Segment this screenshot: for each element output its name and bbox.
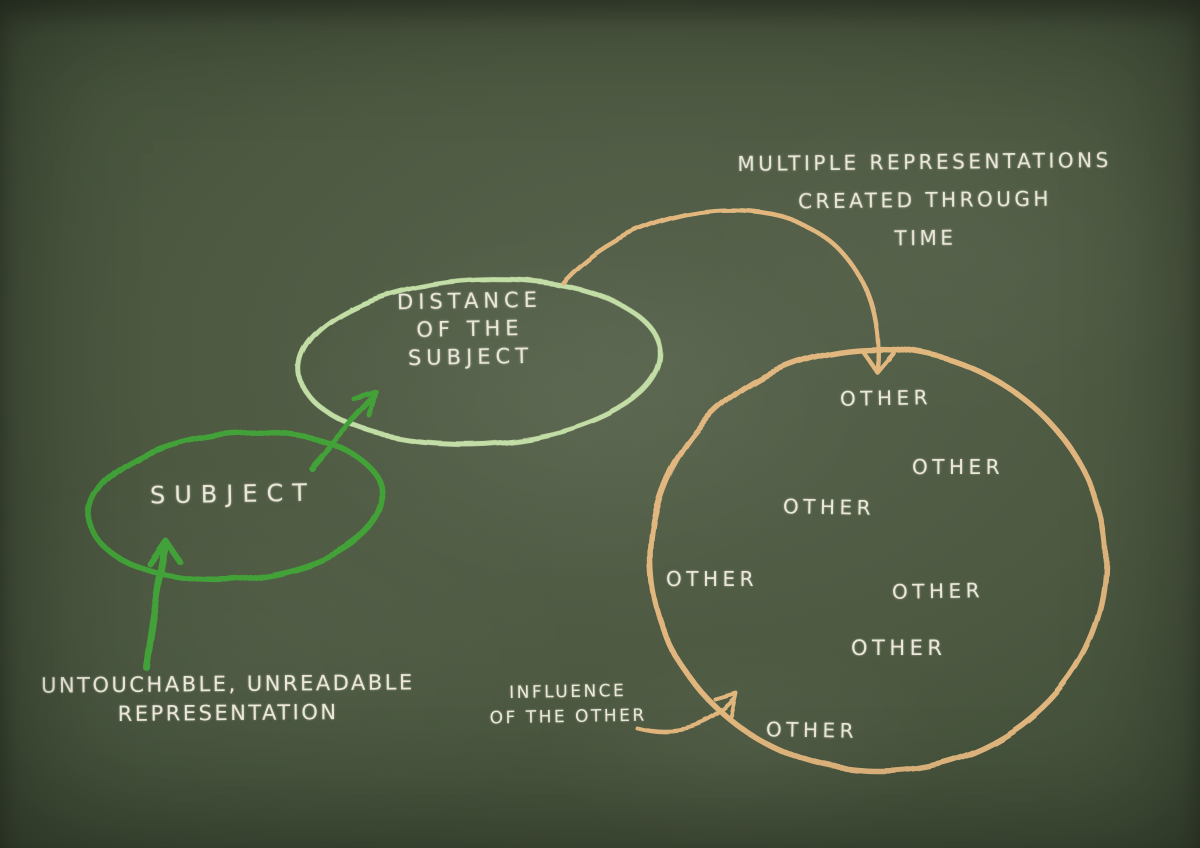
arrow-representation-to-subject [142, 543, 169, 671]
arrowhead-influence-icon [714, 692, 739, 718]
arrowhead-distance-to-others-icon [859, 348, 896, 375]
arrowhead-representation-to-subject-icon [147, 538, 182, 567]
arrow-influence [634, 696, 738, 733]
other-label-6: OTHER [851, 636, 947, 660]
arrow-subject-to-distance [308, 395, 378, 471]
influence-line1: INFLUENCE [509, 680, 627, 704]
influence-of-other-note: INFLUENCE OF THE OTHER [478, 678, 659, 731]
subject-label: SUBJECT [149, 478, 317, 510]
distance-label-line3: SUBJECT [407, 343, 534, 371]
arrowhead-subject-to-distance-icon [352, 390, 380, 420]
other-circle [647, 346, 1109, 774]
multiple-representations-line1: MULTIPLE REPRESENTATIONS [737, 148, 1112, 176]
influence-line2: OF THE OTHER [489, 705, 647, 729]
other-label-7: OTHER [765, 717, 859, 743]
other-label-3: OTHER [782, 494, 876, 520]
distance-label-line1: DISTANCE [396, 287, 543, 315]
distance-of-subject-label: DISTANCE OF THE SUBJECT [354, 285, 585, 373]
other-label-2: OTHER [912, 455, 1005, 479]
distance-label-line2: OF THE [416, 316, 524, 342]
subject-ellipse [86, 429, 386, 583]
arc-distance-to-others [560, 207, 881, 371]
other-label-5: OTHER [891, 578, 985, 604]
distance-ellipse [296, 277, 664, 447]
multiple-representations-line2: CREATED THROUGH [797, 186, 1053, 214]
multiple-representations-line3: TIME [894, 225, 957, 251]
other-label-4: OTHER [666, 567, 759, 591]
untouchable-representation-note: UNTOUCHABLE, UNREADABLE REPRESENTATION [28, 668, 428, 729]
multiple-representations-note: MULTIPLE REPRESENTATIONS CREATED THROUGH… [709, 141, 1140, 259]
untouchable-line1: UNTOUCHABLE, UNREADABLE [40, 670, 415, 698]
untouchable-line2: REPRESENTATION [117, 700, 339, 726]
other-label-1: OTHER [839, 385, 933, 411]
